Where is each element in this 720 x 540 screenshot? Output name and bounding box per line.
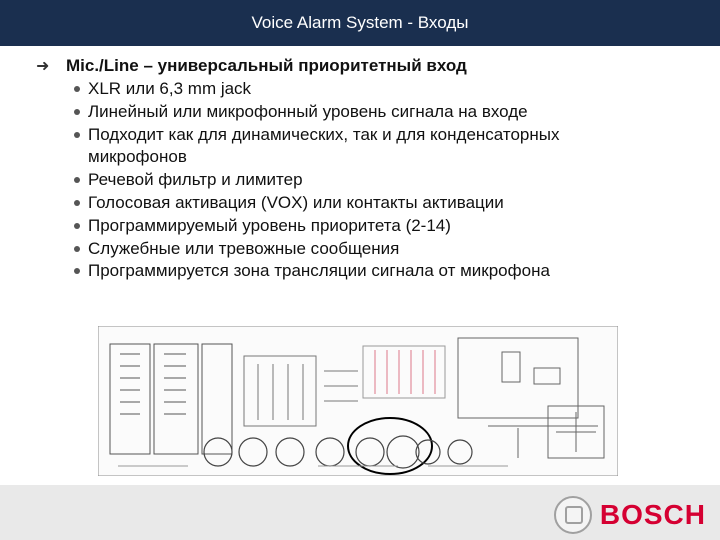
list-item: Программируется зона трансляции сигнала … [74,260,648,283]
bullet-dot-icon [74,177,80,184]
page-title: Voice Alarm System - Входы [251,13,469,32]
list-item: Речевой фильтр и лимитер [74,169,648,192]
switch-bank [362,345,446,399]
bullet-dot-icon [74,86,80,92]
bullet-dot-icon [74,268,80,275]
list-item: Программируемый уровень приоритета (2-14… [74,215,648,238]
list-item: Подходит как для динамических, так и для… [74,124,648,170]
list-item: XLR или 6,3 mm jack [74,78,648,101]
feature-list: XLR или 6,3 mm jack Линейный или микрофо… [74,78,648,283]
heading-text: Mic./Line – универсальный приоритетный в… [66,56,467,75]
list-item-text: Программируется зона трансляции сигнала … [88,261,550,281]
list-item-text: Линейный или микрофонный уровень сигнала… [88,101,528,121]
bullet-dot-icon [74,245,80,252]
list-item-text: Служебные или тревожные сообщения [88,238,400,258]
list-item: Линейный или микрофонный уровень сигнала… [74,101,648,124]
bullet-dot-icon [74,199,80,206]
list-item: Голосовая активация (VOX) или контакты а… [74,192,648,215]
bullet-dot-icon [74,108,80,115]
bullet-dot-icon [74,131,80,138]
list-item-text: XLR или 6,3 mm jack [88,79,252,98]
list-item-text: Голосовая активация (VOX) или контакты а… [88,192,504,212]
right-module [457,337,605,459]
connector-panel-diagram [98,326,618,476]
bosch-logo-icon [553,496,592,534]
footer-bar: BOSCH [0,485,720,540]
list-item-text: Подходит как для динамических, так и для… [88,124,560,167]
list-item: Служебные или тревожные сообщения [74,238,648,261]
logo-text: BOSCH [599,499,706,530]
relay-section [243,355,358,427]
list-item-text: Программируемый уровень приоритета (2-14… [88,215,451,235]
title-bar: Voice Alarm System - Входы [0,0,720,46]
main-heading: ➜ Mic./Line – универсальный приоритетный… [36,56,467,76]
left-terminal-block [109,343,233,455]
bullet-dot-icon [74,222,80,229]
list-item-text: Речевой фильтр и лимитер [88,170,303,190]
bosch-logo: BOSCH [553,496,706,534]
arrow-bullet-icon: ➜ [36,58,50,75]
